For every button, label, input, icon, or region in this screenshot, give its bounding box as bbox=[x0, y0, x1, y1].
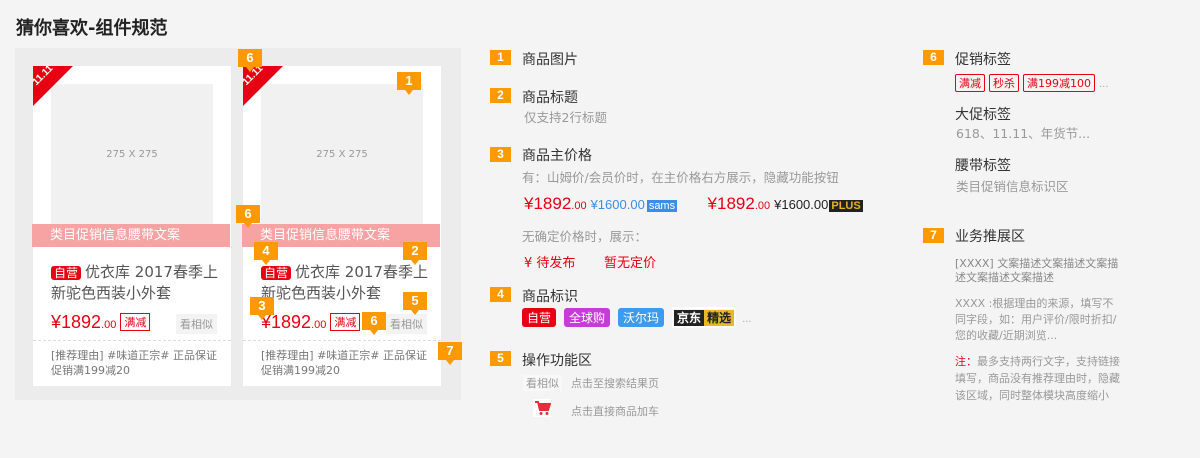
section-title: 业务推展区 bbox=[955, 229, 1025, 245]
marker-4: 4 bbox=[254, 242, 278, 265]
marker-6: 6 bbox=[236, 205, 260, 228]
product-image: 275 X 275 bbox=[261, 84, 423, 224]
section-desc: XXXX :根据理由的来源，填写不同字段，如：用户评价/限时折扣/您的收藏/近期… bbox=[955, 297, 1117, 342]
promo-tag: 满减 bbox=[955, 74, 985, 92]
section-title: 商品标题 bbox=[522, 90, 578, 106]
price-pending: ¥ 待发布 bbox=[524, 256, 576, 271]
divider bbox=[33, 340, 231, 341]
section-number: 3 bbox=[490, 147, 511, 162]
section-number: 4 bbox=[490, 287, 511, 302]
badge-self: 自营 bbox=[522, 308, 557, 327]
marker-6: 6 bbox=[238, 49, 262, 72]
badge-list: 自营全球购沃尔玛京东精选... bbox=[522, 307, 752, 328]
promo-tag: 满199减100 bbox=[1023, 74, 1095, 92]
product-title-text: 优衣库 2017春季上新驼色西装小外套 bbox=[261, 263, 428, 302]
subsection-title: 腰带标签 bbox=[955, 158, 1011, 174]
recommend-reason: [推荐理由] #味道正宗# 正品保证 促销满199减20 bbox=[261, 349, 428, 377]
self-operated-badge: 自营 bbox=[51, 266, 82, 280]
section-number: 1 bbox=[490, 50, 511, 65]
marker-6: 6 bbox=[362, 312, 386, 335]
badge-jd-selected: 京东精选 bbox=[672, 307, 737, 328]
section-title: 促销标签 bbox=[955, 52, 1011, 68]
promo-corner-badge: 11.11 bbox=[31, 63, 73, 106]
page-title: 猜你喜欢-组件规范 bbox=[16, 18, 168, 39]
plus-badge: PLUS bbox=[829, 200, 863, 212]
section-title: 商品标识 bbox=[522, 289, 578, 305]
subsection-desc: 类目促销信息标识区 bbox=[956, 179, 1069, 194]
recommend-reason: [推荐理由] #味道正宗# 正品保证 促销满199减20 bbox=[51, 349, 218, 377]
promo-tag: 满减 bbox=[120, 313, 151, 331]
promo-tag: 满减 bbox=[330, 313, 361, 331]
section-title: 商品图片 bbox=[522, 52, 578, 68]
similar-desc: 点击至搜索结果页 bbox=[571, 377, 659, 390]
similar-button-sample[interactable]: 看相似 bbox=[523, 375, 562, 391]
section-number: 2 bbox=[490, 88, 511, 103]
subsection-desc: 618、11.11、年货节... bbox=[956, 126, 1091, 141]
marker-2: 2 bbox=[403, 242, 427, 265]
product-title[interactable]: 自营优衣库 2017春季上新驼色西装小外套 bbox=[51, 262, 227, 303]
badge-global: 全球购 bbox=[564, 308, 611, 327]
product-card[interactable]: 275 X 275 11.11 类目促销信息腰带文案 自营优衣库 2017春季上… bbox=[31, 63, 231, 386]
promo-tag-list: 满减秒杀满199减100... bbox=[955, 72, 1109, 92]
section-desc: 无确定价格时，展示： bbox=[522, 229, 648, 244]
section-number: 5 bbox=[490, 351, 511, 366]
marker-5: 5 bbox=[403, 292, 427, 315]
product-title-text: 优衣库 2017春季上新驼色西装小外套 bbox=[51, 263, 218, 302]
promo-belt: 类目促销信息腰带文案 bbox=[242, 224, 440, 247]
marker-1: 1 bbox=[397, 72, 421, 95]
marker-3: 3 bbox=[250, 297, 274, 320]
product-image: 275 X 275 bbox=[51, 84, 213, 224]
section-number: 7 bbox=[923, 228, 944, 243]
marker-7: 7 bbox=[438, 342, 462, 365]
price-none: 暂无定价 bbox=[604, 256, 657, 271]
badge-walmart: 沃尔玛 bbox=[618, 308, 665, 327]
similar-button[interactable]: 看相似 bbox=[386, 314, 427, 334]
section-desc: 仅支持2行标题 bbox=[524, 110, 607, 125]
section-desc: 有：山姆价/会员价时，在主价格右方展示，隐藏功能按钮 bbox=[522, 170, 839, 185]
section-desc: [XXXX] 文案描述文案描述文案描述文案描述文案描述 bbox=[955, 257, 1119, 284]
self-operated-badge: 自营 bbox=[261, 266, 292, 280]
divider bbox=[243, 340, 441, 341]
sams-badge: sams bbox=[646, 200, 678, 212]
product-title[interactable]: 自营优衣库 2017春季上新驼色西装小外套 bbox=[261, 262, 437, 303]
similar-button[interactable]: 看相似 bbox=[176, 314, 217, 334]
section-note: 注：最多支持两行文字，支持链接填写，商品没有推荐理由时，隐藏该区域，同时整体模块… bbox=[955, 355, 1120, 402]
promo-belt: 类目促销信息腰带文案 bbox=[32, 224, 230, 247]
product-card-annotated[interactable]: 275 X 275 11.11 类目促销信息腰带文案 自营优衣库 2017春季上… bbox=[241, 63, 441, 386]
section-number: 6 bbox=[923, 50, 944, 65]
cart-desc: 点击直接商品加车 bbox=[571, 405, 659, 418]
section-title: 操作功能区 bbox=[522, 353, 592, 369]
section-title: 商品主价格 bbox=[522, 148, 592, 164]
promo-tag: 秒杀 bbox=[989, 74, 1019, 92]
promo-corner-badge: 11.11 bbox=[241, 63, 283, 106]
subsection-title: 大促标签 bbox=[955, 107, 1011, 123]
cart-icon[interactable] bbox=[533, 399, 552, 417]
